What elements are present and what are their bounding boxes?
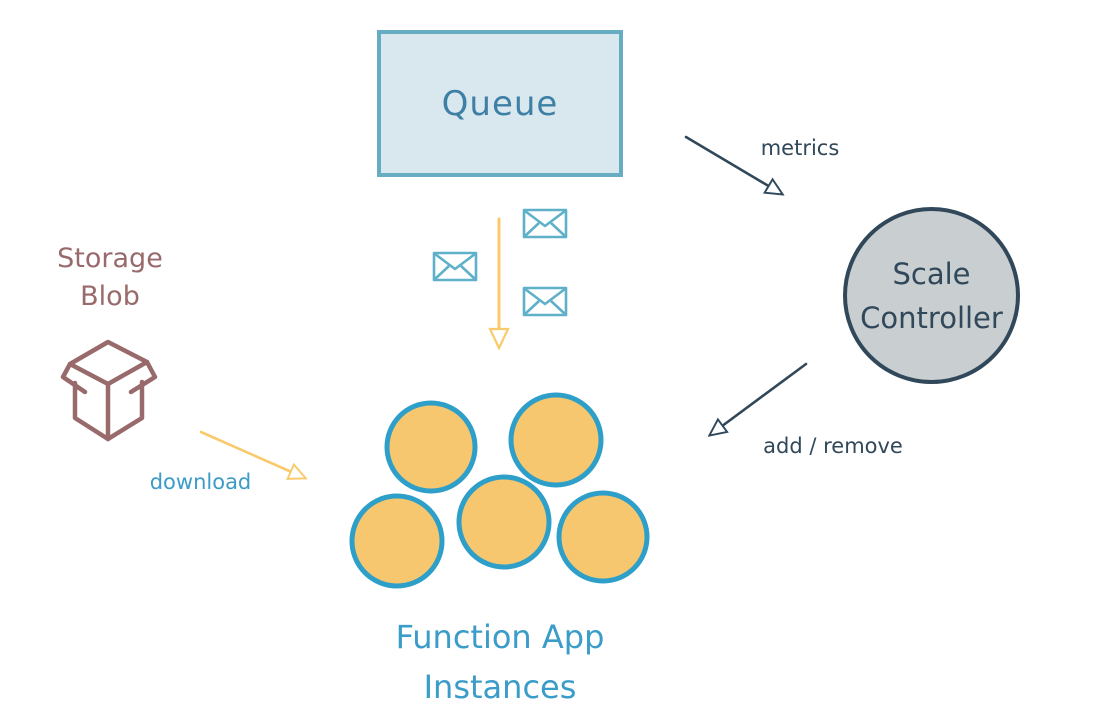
envelope-icon [432,251,478,282]
function-app-instances-label: Function App Instances [330,612,670,712]
scale-controller-label-line2: Controller [860,300,1003,335]
queue-label: Queue [441,83,559,124]
envelope-icon [522,286,568,317]
function-instance-circle [349,493,445,589]
function-instance-circle [456,474,552,570]
download-edge-label: download [149,470,252,494]
metrics-arrow [684,135,782,194]
function-app-instances-label-line2: Instances [423,668,577,706]
scale-controller-label-line1: Scale [892,256,971,291]
download-arrow [199,430,305,478]
envelope-icon [522,208,568,239]
add-remove-arrow [710,362,808,435]
function-instance-circle [384,400,478,494]
storage-blob-label: Storage Blob [35,240,185,316]
function-app-instances-group [349,392,650,589]
open-box-icon [60,339,158,442]
scale-controller-node: Scale Controller [843,207,1020,384]
queue-node: Queue [377,30,623,177]
storage-blob-label-line2: Blob [80,281,140,312]
metrics-edge-label: metrics [760,136,840,160]
function-instance-circle [508,392,604,488]
storage-blob-label-line1: Storage [57,243,163,274]
function-instance-circle [556,490,650,584]
add-remove-edge-label: add / remove [763,434,903,458]
function-app-instances-label-line1: Function App [395,618,605,656]
